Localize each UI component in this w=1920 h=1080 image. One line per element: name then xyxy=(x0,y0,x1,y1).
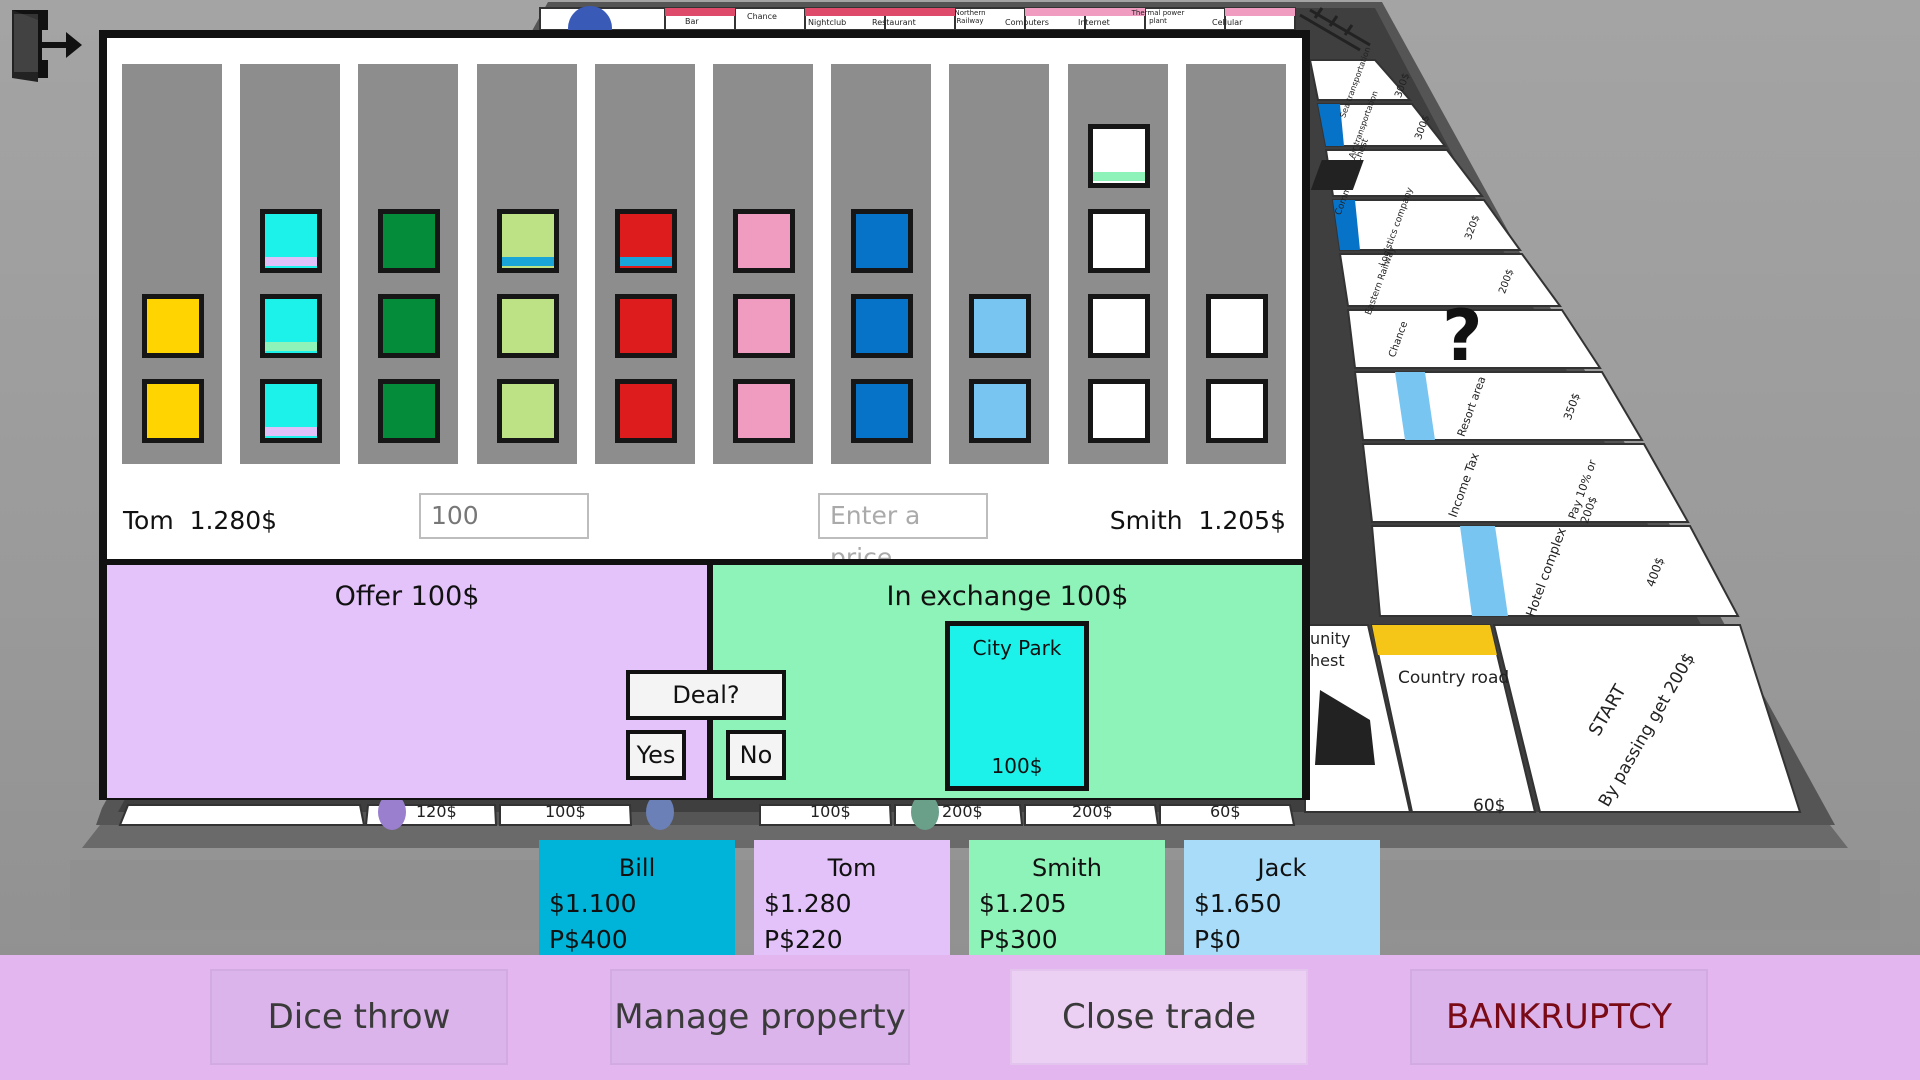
exchange-card-name: City Park xyxy=(972,636,1062,660)
property-group-column xyxy=(949,64,1050,464)
bankruptcy-button[interactable]: BANKRUPTCY xyxy=(1410,969,1708,1065)
property-card[interactable] xyxy=(378,379,441,443)
property-card[interactable] xyxy=(733,209,795,273)
top-tiles xyxy=(539,6,1296,50)
property-card[interactable] xyxy=(142,379,204,443)
property-group-column xyxy=(358,64,459,464)
player-name: Tom xyxy=(827,854,877,882)
player-money: $1.205 xyxy=(979,889,1067,918)
exchange-card-price: 100$ xyxy=(991,754,1043,778)
player-property-value: P$0 xyxy=(1194,925,1241,954)
property-card[interactable] xyxy=(851,379,914,443)
property-card[interactable] xyxy=(378,209,441,273)
right-price-input[interactable]: Enter a price xyxy=(818,493,988,572)
action-bar: Dice throw Manage property Close trade B… xyxy=(0,955,1920,1080)
property-card[interactable] xyxy=(496,379,559,443)
property-card-stripe xyxy=(501,257,554,266)
left-price-input[interactable]: 100 xyxy=(419,493,589,539)
property-card[interactable] xyxy=(1087,294,1150,358)
dice-throw-button[interactable]: Dice throw xyxy=(210,969,508,1065)
player-money: $1.280 xyxy=(764,889,852,918)
property-card[interactable] xyxy=(969,294,1032,358)
property-card[interactable] xyxy=(614,209,677,273)
property-card-stripe xyxy=(265,257,318,266)
exchange-area: In exchange 100$ City Park 100$ xyxy=(713,559,1302,798)
property-card[interactable] xyxy=(496,294,559,358)
chest-glyph xyxy=(1310,160,1364,190)
property-card-stripe xyxy=(1092,172,1145,181)
property-card[interactable] xyxy=(851,294,914,358)
property-card[interactable] xyxy=(851,209,914,273)
player-property-value: P$400 xyxy=(549,925,628,954)
property-card-stripe xyxy=(619,257,672,266)
property-card[interactable] xyxy=(1205,379,1268,443)
player-money: $1.650 xyxy=(1194,889,1282,918)
deal-prompt: Deal? xyxy=(626,670,786,720)
manage-property-button[interactable]: Manage property xyxy=(610,969,910,1065)
offer-area: Offer 100$ xyxy=(107,559,713,798)
player-name: Bill xyxy=(618,854,656,882)
property-card[interactable] xyxy=(1087,379,1150,443)
property-card[interactable] xyxy=(614,294,677,358)
right-player-balance: 1.205$ xyxy=(1198,506,1286,535)
property-card[interactable] xyxy=(260,294,323,358)
chance-glyph: ? xyxy=(1442,295,1483,377)
railway-glyph xyxy=(1299,7,1371,52)
player-property-value: P$220 xyxy=(764,925,843,954)
board-edge xyxy=(82,825,1848,848)
offer-title: Offer 100$ xyxy=(334,581,480,612)
no-button[interactable]: No xyxy=(726,730,786,780)
property-card[interactable] xyxy=(733,379,795,443)
property-card-stripe xyxy=(265,342,318,351)
property-card-stripe xyxy=(265,427,318,436)
property-card[interactable] xyxy=(614,379,677,443)
property-card[interactable] xyxy=(1087,124,1150,188)
player-name: Jack xyxy=(1257,854,1307,882)
bottom-tiles xyxy=(118,624,1802,830)
trade-panel: Tom 1.280$ 100 Enter a price Smith 1.205… xyxy=(99,30,1310,800)
property-group-column xyxy=(594,64,695,464)
player-name: Smith xyxy=(1032,854,1102,882)
property-card[interactable] xyxy=(142,294,204,358)
exchange-property-card[interactable]: City Park 100$ xyxy=(945,621,1089,791)
player-money: $1.100 xyxy=(549,889,637,918)
left-player-name: Tom xyxy=(123,506,174,535)
player-property-value: P$300 xyxy=(979,925,1058,954)
property-card[interactable] xyxy=(260,209,323,273)
exit-icon[interactable] xyxy=(6,6,84,82)
property-card[interactable] xyxy=(733,294,795,358)
right-player-name: Smith xyxy=(1109,506,1183,535)
left-player-money: Tom 1.280$ xyxy=(123,506,277,535)
property-group-column xyxy=(1067,64,1168,464)
exchange-title: In exchange 100$ xyxy=(886,581,1129,612)
close-trade-button[interactable]: Close trade xyxy=(1010,969,1308,1065)
property-card[interactable] xyxy=(496,209,559,273)
property-group-column xyxy=(122,64,222,464)
property-card[interactable] xyxy=(1087,209,1150,273)
yes-button[interactable]: Yes xyxy=(626,730,686,780)
right-player-money: Smith 1.205$ xyxy=(1110,506,1286,535)
property-group-column xyxy=(476,64,577,464)
property-card[interactable] xyxy=(378,294,441,358)
property-card[interactable] xyxy=(969,379,1032,443)
right-tiles xyxy=(1308,59,1740,617)
property-group-column xyxy=(713,64,813,464)
property-card[interactable] xyxy=(260,379,323,443)
property-group-column xyxy=(1185,64,1286,464)
left-player-balance: 1.280$ xyxy=(189,506,278,535)
property-card[interactable] xyxy=(1205,294,1268,358)
property-group-column xyxy=(240,64,341,464)
property-group-column xyxy=(831,64,932,464)
